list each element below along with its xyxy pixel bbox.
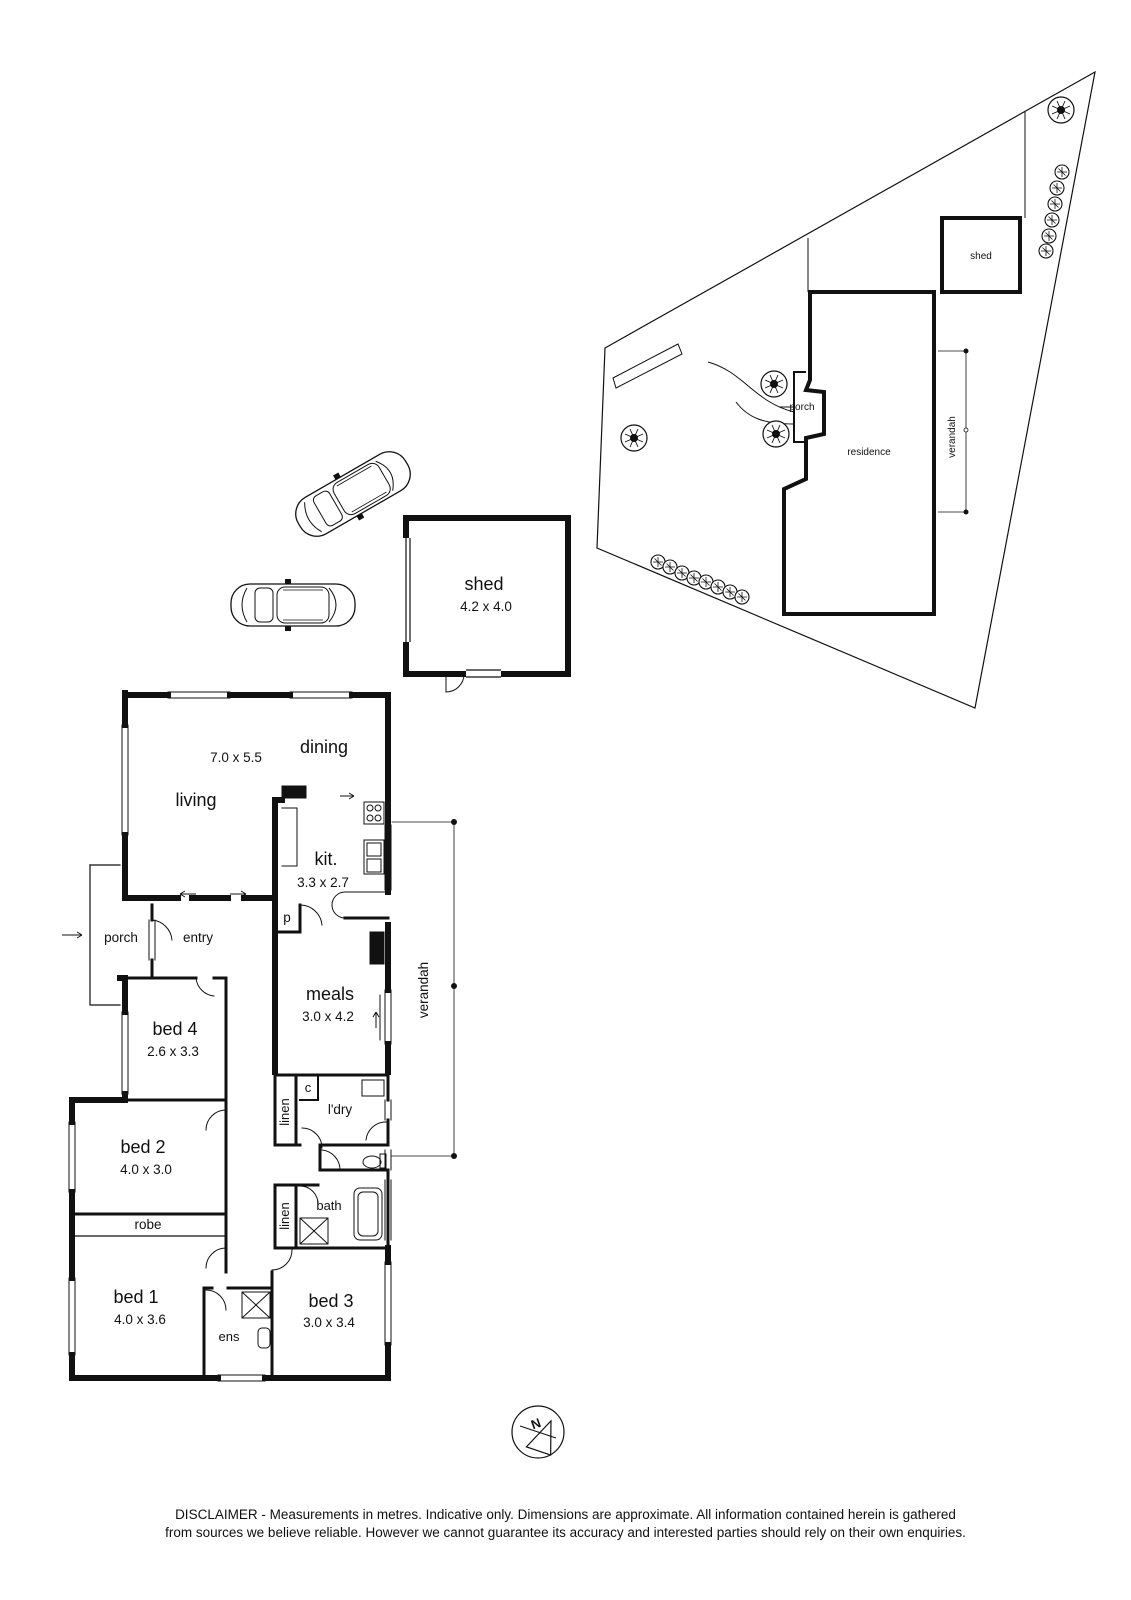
bed1-dims: 4.0 x 3.6 bbox=[114, 1311, 166, 1327]
kitchen-label: kit. bbox=[314, 849, 338, 870]
bed4-dims: 2.6 x 3.3 bbox=[147, 1043, 199, 1059]
shed-walls bbox=[403, 515, 571, 693]
site-residence bbox=[782, 290, 936, 616]
site-shed-label: shed bbox=[970, 251, 992, 262]
laundry-label: l'dry bbox=[327, 1101, 353, 1117]
disclaimer: DISCLAIMER - Measurements in metres. Ind… bbox=[0, 1506, 1131, 1542]
fixtures bbox=[62, 785, 387, 1349]
site-trees bbox=[620, 96, 1075, 605]
porch-label: porch bbox=[104, 929, 138, 945]
bed2-label: bed 2 bbox=[120, 1137, 166, 1158]
floor-plan-walls bbox=[68, 690, 457, 1382]
verandah-label: verandah bbox=[415, 961, 431, 1019]
robe-label: robe bbox=[134, 1216, 162, 1232]
car-top bbox=[285, 439, 421, 549]
cupboard-label: c bbox=[304, 1080, 312, 1096]
entry-label: entry bbox=[182, 929, 214, 945]
bath-label: bath bbox=[316, 1198, 342, 1214]
bed2-dims: 4.0 x 3.0 bbox=[120, 1161, 172, 1177]
meals-dims: 3.0 x 4.2 bbox=[302, 1008, 354, 1024]
site-residence-label: residence bbox=[847, 447, 891, 458]
disclaimer-line-1: DISCLAIMER - Measurements in metres. Ind… bbox=[175, 1507, 956, 1522]
site-boundary bbox=[596, 70, 1096, 709]
kitchen-dims: 3.3 x 2.7 bbox=[297, 874, 349, 890]
linen-label-2: linen bbox=[277, 1202, 293, 1230]
bed4-label: bed 4 bbox=[152, 1019, 198, 1040]
verandah-dim-points bbox=[451, 819, 457, 1159]
site-shed bbox=[940, 216, 1022, 294]
living-label: living bbox=[175, 790, 217, 811]
disclaimer-line-2: from sources we believe reliable. Howeve… bbox=[165, 1525, 966, 1541]
site-plan bbox=[596, 70, 1096, 709]
site-verandah-label: verandah bbox=[947, 416, 958, 458]
ensuite-label: ens bbox=[218, 1329, 240, 1345]
bed3-dims: 3.0 x 3.4 bbox=[303, 1314, 355, 1330]
shed-label: shed bbox=[464, 574, 504, 595]
bed3-label: bed 3 bbox=[308, 1291, 354, 1312]
car-bottom bbox=[230, 578, 356, 632]
linen-label-1: linen bbox=[277, 1098, 293, 1126]
shed-dims: 4.2 x 4.0 bbox=[460, 598, 512, 614]
living-dims: 7.0 x 5.5 bbox=[210, 749, 262, 765]
meals-label: meals bbox=[305, 984, 355, 1005]
compass-rose bbox=[511, 1405, 565, 1459]
pantry-label: p bbox=[283, 909, 291, 925]
dining-label: dining bbox=[299, 737, 349, 758]
site-porch-label: porch bbox=[789, 402, 815, 413]
bed1-label: bed 1 bbox=[113, 1287, 159, 1308]
